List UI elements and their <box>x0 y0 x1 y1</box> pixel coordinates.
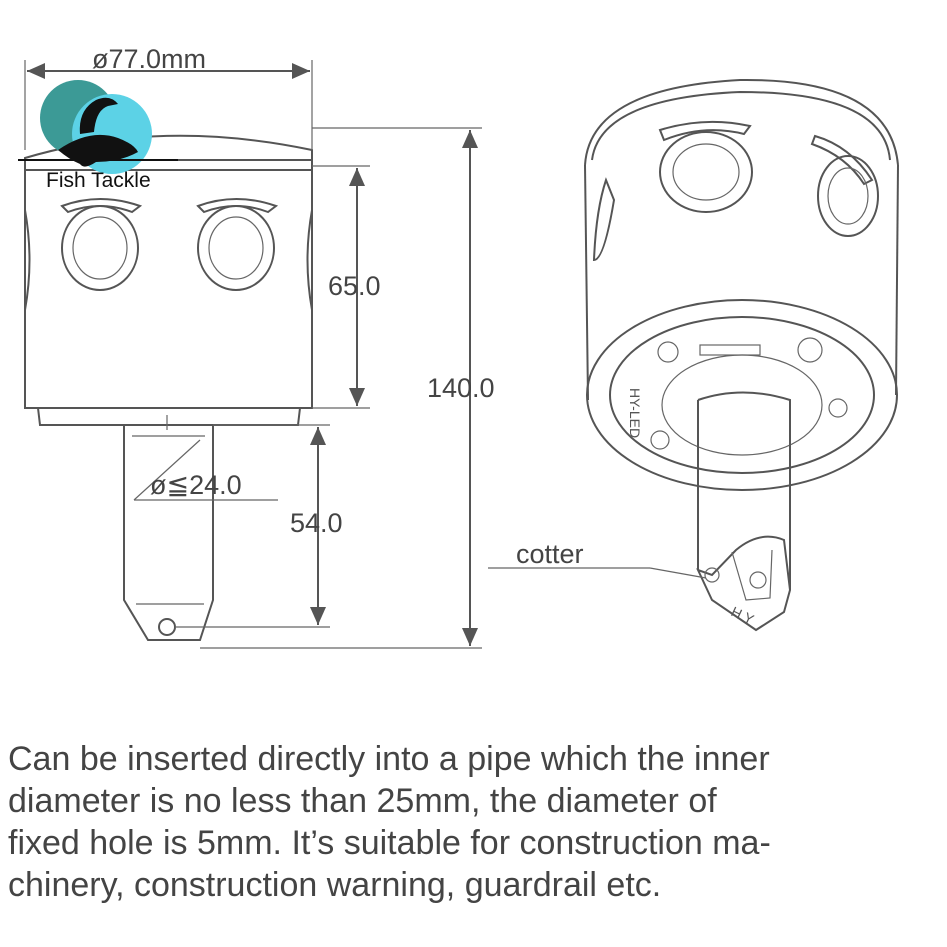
perspective-lens-1 <box>658 120 753 213</box>
side-lens-2 <box>196 198 279 291</box>
pipe-diameter-dimension: ø≦24.0 <box>133 439 278 501</box>
caption-line: chinery, construction warning, guardrail… <box>8 866 662 904</box>
side-lens-1 <box>60 198 143 291</box>
pipe-diameter-label: ø≦24.0 <box>150 470 242 500</box>
dolphin-icon <box>79 97 118 134</box>
svg-text:H Y: H Y <box>729 603 757 628</box>
total-height-dimension: 140.0 <box>200 127 495 649</box>
hy-led-stamp: HY-LED <box>627 388 643 438</box>
brand-name: Fish Tackle <box>46 169 151 192</box>
technical-drawing: ø77.0mm 65.0 140.0 54.0 ø≦24.0 Fish Tack… <box>18 44 899 649</box>
caption-line: fixed hole is 5mm. It’s suitable for con… <box>8 824 771 862</box>
caption-line: Can be inserted directly into a pipe whi… <box>8 740 770 778</box>
perspective-view: HY-LED H Y <box>584 78 899 632</box>
fish-tackle-logo: Fish Tackle <box>18 80 178 192</box>
side-view <box>24 134 313 641</box>
caption-line: diameter is no less than 25mm, the diame… <box>8 782 717 820</box>
cotter-callout: cotter <box>488 539 707 579</box>
diameter-dimension: ø77.0mm <box>24 44 313 150</box>
pipe-length-label: 54.0 <box>290 508 343 538</box>
body-height-dimension: 65.0 <box>312 165 381 409</box>
perspective-lens-2 <box>810 134 879 237</box>
diameter-label: ø77.0mm <box>92 44 206 74</box>
pipe-length-dimension: 54.0 <box>175 424 343 628</box>
orca-icon <box>58 134 138 167</box>
description-caption: Can be inserted directly into a pipe whi… <box>8 738 943 906</box>
body-height-label: 65.0 <box>328 271 381 301</box>
total-height-label: 140.0 <box>427 373 495 403</box>
cotter-label: cotter <box>516 539 584 569</box>
